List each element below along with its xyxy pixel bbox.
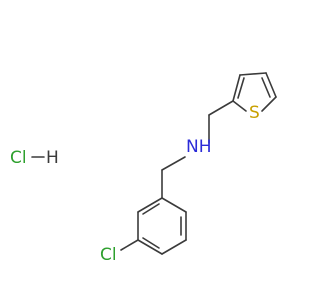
thiophene-double-c4-c5	[261, 77, 271, 98]
bond-ch2-n-lower	[161, 156, 186, 171]
bond-ring-cl	[120, 239, 139, 251]
sulfur-label: S	[249, 103, 260, 123]
thiophene-bond-c2-c3	[232, 74, 241, 102]
thiophene-double-c2-c3	[237, 77, 245, 99]
ring-bond-1	[161, 197, 187, 213]
thiophene-bond-c3-c4	[239, 72, 267, 76]
ring-double-3	[142, 203, 160, 215]
salt-cl-label: Cl	[10, 148, 27, 168]
ring-bond-3	[161, 239, 187, 255]
thiophene-bond-c5-s	[261, 96, 277, 112]
nh-label: NH	[186, 137, 212, 157]
salt-labels: Cl H	[10, 148, 59, 168]
ring-bond-4	[137, 239, 163, 255]
bond-lines	[31, 72, 277, 255]
salt-h-label: H	[46, 148, 59, 168]
ring-double-2	[142, 237, 160, 249]
thiophene-bond-s-c2	[232, 100, 247, 112]
ring-bond-6	[137, 197, 163, 213]
thiophene-bond-c4-c5	[265, 72, 277, 98]
chlorine-label: Cl	[100, 245, 117, 265]
bond-ch2-thiophene	[208, 100, 234, 116]
molecule-structure-diagram: Cl H NH S Cl	[10, 72, 277, 265]
